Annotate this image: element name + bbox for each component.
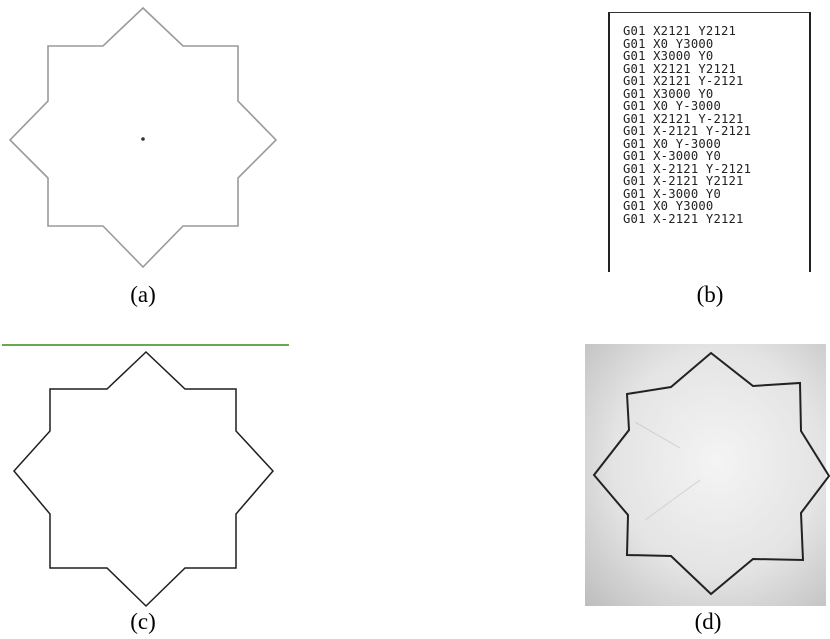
gcode-line: G01 X-2121 Y2121 [623,211,744,226]
gcode-line: G01 X3000 Y0 [623,86,714,101]
caption-a: (a) [130,282,156,307]
gcode-line: G01 X-3000 Y0 [623,149,721,163]
star-shape-c [13,350,275,608]
gcode-line: G01 X-3000 Y0 [623,186,721,201]
faint-mark [634,421,681,449]
gcode-line: G01 X2121 Y2121 [623,61,737,76]
gcode-line: G01 X-2121 Y-2121 [623,161,752,176]
caption-c: (c) [130,609,156,634]
gcode-line: G01 X0 Y3000 [623,36,714,51]
gcode-line: G01 X0 Y-3000 [623,99,721,113]
caption-b: (b) [696,282,724,307]
caption-d: (d) [694,609,722,634]
star-shape-a [8,6,278,269]
photo-result [585,344,826,606]
gcode-line: G01 X3000 Y0 [623,49,714,63]
gcode-line: G01 X0 Y-3000 [623,136,721,151]
star-shape-d [592,351,830,596]
gcode-line: G01 X-2121 Y2121 [623,174,744,188]
gcode-line: G01 X2121 Y-2121 [623,74,744,88]
gcode-line: G01 X2121 Y-2121 [623,111,744,126]
gcode-line: G01 X0 Y3000 [623,199,714,213]
gcode-listing: G01 X2121 Y2121 G01 X0 Y3000 G01 X3000 Y… [608,12,811,272]
faint-mark [644,479,701,521]
center-dot [141,137,145,141]
gcode-line: G01 X-2121 Y-2121 [623,124,752,138]
gcode-lines: G01 X2121 Y2121 G01 X0 Y3000 G01 X3000 Y… [623,25,751,225]
gcode-line: G01 X2121 Y2121 [623,24,737,38]
